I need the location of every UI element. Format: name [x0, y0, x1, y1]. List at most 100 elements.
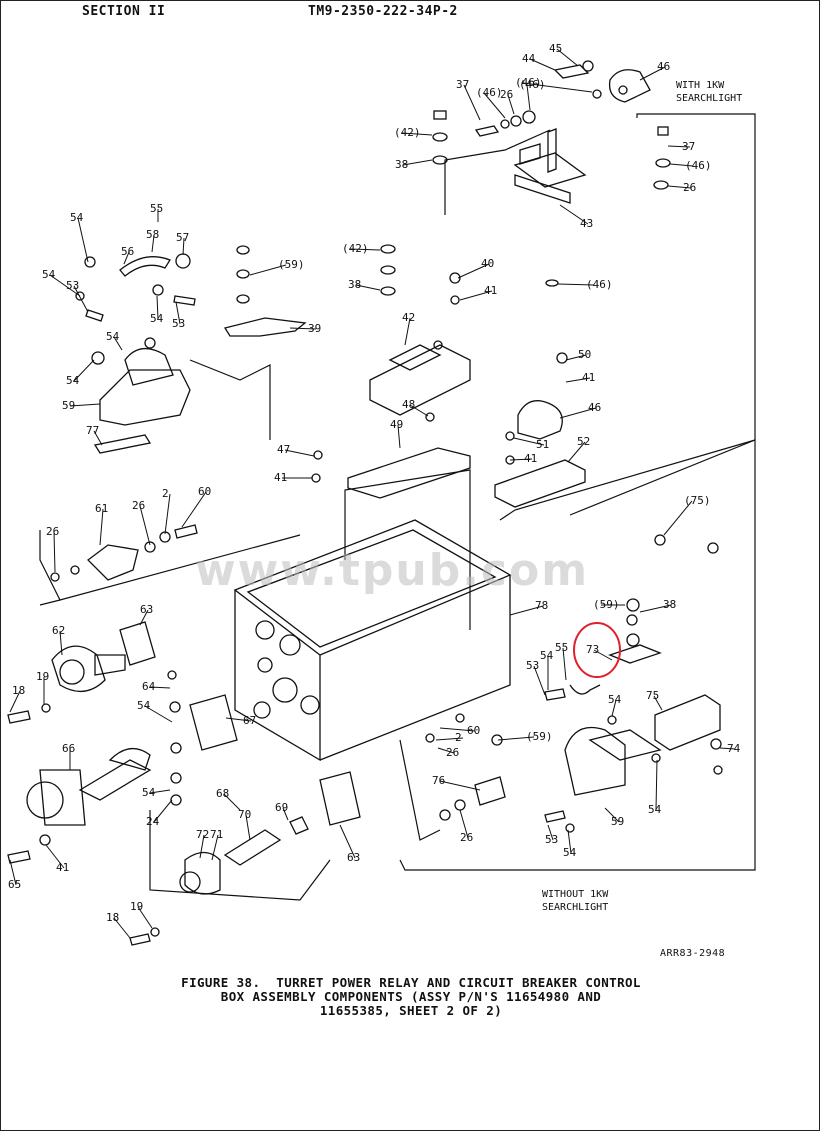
callout-leader — [93, 430, 103, 446]
callout-leader — [73, 359, 95, 382]
callout-leader — [9, 690, 21, 713]
callout-leader — [565, 354, 587, 361]
callout-leader — [144, 705, 173, 723]
callout-leader — [349, 248, 381, 251]
callout-label: 53 — [545, 833, 558, 846]
callout-leader — [182, 237, 185, 256]
callout-label: 39 — [308, 322, 321, 335]
callout-leader — [639, 66, 666, 81]
callout-label: 70 — [238, 808, 251, 821]
callout-label: 19 — [36, 670, 49, 683]
callout-leader — [249, 264, 287, 276]
callout-label: 68 — [216, 787, 229, 800]
callout-leader — [533, 665, 546, 696]
callout-leader — [663, 500, 693, 536]
callout-leader — [49, 274, 81, 297]
callout-label: 2 — [455, 731, 462, 744]
callout-label: (46) — [515, 76, 542, 89]
left-bracket-group — [50, 524, 198, 582]
caption-line-3: 11655385, SHEET 2 OF 2) — [319, 1003, 503, 1018]
callout-label: 72 — [196, 828, 209, 841]
callout-leader — [667, 185, 692, 189]
callout-leader — [439, 727, 476, 732]
callout-leader — [73, 285, 89, 313]
mounting-plates — [223, 245, 586, 508]
callout-label: 54 — [540, 649, 554, 662]
callout-leader — [139, 609, 149, 626]
callout-leader — [567, 829, 572, 854]
callout-label: 75 — [646, 689, 659, 702]
callout-leader — [513, 437, 545, 446]
callout-leader — [149, 686, 171, 689]
callout-leader — [639, 604, 672, 613]
section-label: SECTION II — [82, 4, 166, 19]
callout-leader — [401, 132, 433, 136]
callout-leader — [463, 84, 481, 121]
callout-label: 26 — [132, 499, 145, 512]
callout-label: (42) — [394, 126, 421, 139]
callout-leader — [223, 793, 241, 811]
callout-leader — [507, 94, 515, 115]
callout-leader — [557, 283, 595, 286]
with-searchlight-note-line2: SEARCHLIGHT — [676, 93, 742, 104]
callout-label: 26 — [446, 746, 459, 759]
callout-leader — [175, 301, 181, 325]
callout-leader — [409, 404, 429, 417]
callout-leader — [653, 695, 663, 711]
callout-leader — [137, 906, 153, 929]
callout-label: 54 — [608, 693, 622, 706]
callout-label: 59 — [611, 815, 624, 828]
callout-leader — [355, 284, 381, 291]
callout-label: 41 — [582, 371, 595, 384]
callout-label: 59 — [62, 399, 75, 412]
callout-leader — [59, 630, 63, 656]
callout-leader — [181, 491, 207, 528]
callout-leader — [289, 327, 317, 330]
callout-label: 58 — [146, 228, 159, 241]
callout-label: (75) — [684, 494, 711, 507]
callout-label: 26 — [500, 88, 513, 101]
callout-label: 44 — [522, 52, 536, 65]
callout-label: 52 — [577, 435, 590, 448]
callout-label: 45 — [549, 42, 562, 55]
callout-leader — [164, 493, 171, 535]
callout-label: 37 — [456, 78, 469, 91]
callout-leader — [282, 807, 289, 821]
callout-label: 18 — [12, 684, 25, 697]
callout-label: (46) — [519, 78, 546, 91]
with-searchlight-note-line1: WITH 1KW — [676, 80, 725, 91]
control-box-housing — [233, 519, 512, 762]
callout-leader — [556, 48, 579, 67]
callout-leader — [225, 717, 252, 722]
callout-leader — [459, 290, 493, 301]
callout-label: 46 — [657, 60, 670, 73]
callout-label: 78 — [535, 599, 548, 612]
callout-label: 54 — [648, 803, 662, 816]
callout-label: (59) — [593, 598, 620, 611]
callout-leader — [457, 263, 490, 279]
callout-label: 67 — [243, 714, 256, 727]
callout-label: 56 — [121, 245, 134, 258]
callout-leader — [655, 759, 658, 811]
callout-label: 38 — [663, 598, 676, 611]
callout-label: 42 — [402, 311, 415, 324]
callout-label: 54 — [150, 312, 164, 325]
callout-label: 19 — [130, 900, 143, 913]
callout-leader — [149, 789, 171, 794]
searchlight-bracket-group — [432, 60, 671, 287]
callout-leader — [565, 377, 591, 383]
callout-leader — [153, 799, 173, 823]
callout-leader — [139, 505, 151, 546]
callout-leader — [284, 449, 315, 457]
callout-label: 50 — [578, 348, 591, 361]
callout-label: 53 — [526, 659, 539, 672]
callout-label: 48 — [402, 398, 415, 411]
callout-leader — [402, 159, 433, 166]
callout-label: 62 — [52, 624, 65, 637]
callout-label: 61 — [95, 502, 108, 515]
callout-leader — [245, 814, 251, 841]
without-searchlight-note-line2: SEARCHLIGHT — [542, 902, 608, 913]
callout-label: (59) — [278, 258, 305, 271]
callout-label: 54 — [137, 699, 151, 712]
